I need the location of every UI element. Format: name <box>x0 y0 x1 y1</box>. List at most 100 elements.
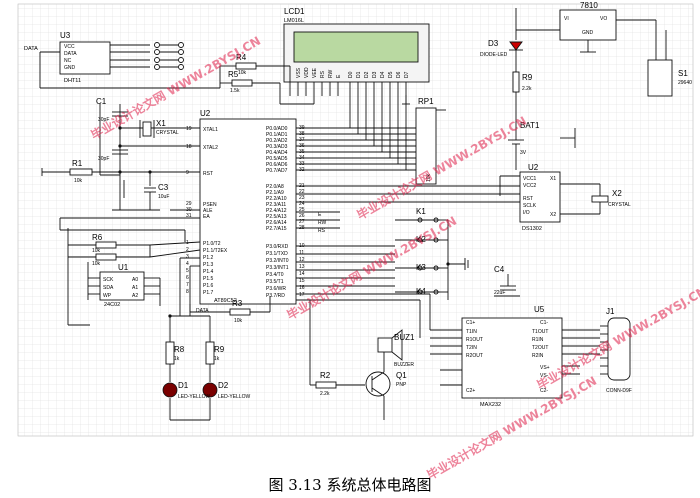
buzzer-driver <box>309 300 403 420</box>
x1-crystal-circuit <box>99 104 200 176</box>
u2-pin-label: P1.5 <box>203 276 214 282</box>
u2-pin-label: P2.5/A13 <box>266 214 287 220</box>
u2-pin-number: 23 <box>299 195 305 201</box>
ea-wiring <box>59 209 200 242</box>
u3-pin-gnd: GND <box>64 65 76 71</box>
u5-pin-label: T2OUT <box>532 345 548 351</box>
u2-pin-label: P0.3/AD3 <box>266 144 288 150</box>
junction-dot <box>168 314 172 318</box>
u2-pin-number: 38 <box>299 131 305 137</box>
lcd1-pin-vee: VEE <box>312 67 318 78</box>
r9b-value: 1k <box>214 356 220 362</box>
u5-pin-label: R1IN <box>532 337 544 343</box>
k1-ref: K1 <box>416 207 426 216</box>
u2-pin-label: EA <box>203 214 210 220</box>
u2-pin-label: XTAL1 <box>203 127 218 133</box>
r9-value: 2.2k <box>522 86 532 92</box>
u2b-part: DS1302 <box>522 226 542 232</box>
u2-pin-number: 12 <box>299 257 305 263</box>
r3-value: 10k <box>234 318 243 324</box>
u2-pin-number: 37 <box>299 137 305 143</box>
u2-pin-number: 36 <box>299 143 305 149</box>
u2-pin-number: 10 <box>299 243 305 249</box>
u2-pin-number: 22 <box>299 189 305 195</box>
d1-led <box>162 382 178 398</box>
u5-pin-label: T1OUT <box>532 329 548 335</box>
c1-ref: C1 <box>96 97 107 106</box>
u5-pin-label: C2- <box>540 388 548 394</box>
r6-ref: R6 <box>92 233 103 242</box>
lcd1-pin-vss: VSS <box>296 67 302 78</box>
k2-ref: K2 <box>416 235 426 244</box>
bat1-ref: BAT1 <box>520 121 540 130</box>
junction-dot <box>118 126 122 130</box>
u2-pin-label: P3.3/INT1 <box>266 265 289 271</box>
buz1-part: BUZZER <box>394 362 414 368</box>
u2-pin-number: 30 <box>186 207 192 213</box>
j1-ref: J1 <box>606 307 615 316</box>
u2-pin-label: P0.6/AD6 <box>266 162 288 168</box>
d2-ref: D2 <box>218 381 229 390</box>
u2-pin-number: 13 <box>299 264 305 270</box>
u2-pin-label: PSEN <box>203 202 217 208</box>
lcd1-pin-d1: D1 <box>356 71 362 78</box>
lcd1-part: LM016L <box>284 18 304 24</box>
bat1-value: 3V <box>520 150 527 156</box>
u2b-pin-vcc1: VCC1 <box>523 176 537 182</box>
u5-ref: U5 <box>534 305 545 314</box>
u1-part: 24C02 <box>104 302 120 308</box>
r8-ref: R8 <box>174 345 185 354</box>
r2-ref: R2 <box>320 371 331 380</box>
r3-resistor <box>189 296 271 316</box>
u2-net-rs: RS <box>318 228 326 234</box>
lcd1-pin-d2: D2 <box>364 71 370 78</box>
lcd1-pin-labels: VSS VDD VEE RS RW E D0 D1 D2 D3 D4 D5 D6… <box>296 67 410 78</box>
p2-p3-wiring <box>296 185 520 301</box>
u2-pin-number: 5 <box>186 268 189 274</box>
u5-pin-label: T2IN <box>466 345 477 351</box>
u5-max232 <box>360 293 600 399</box>
r1-ref: R1 <box>72 159 83 168</box>
d2-part: LED-YELLOW <box>218 394 251 400</box>
u2-pin-label: P2.2/A10 <box>266 196 287 202</box>
u1-pin-sda: SDA <box>103 285 114 291</box>
u2-pin-label: P3.0/RXD <box>266 244 289 250</box>
u2-pin-number: 28 <box>299 225 305 231</box>
u1-eeprom-circuit <box>67 228 201 326</box>
reg-pin-gnd: GND <box>582 30 594 36</box>
u2-part: AT89C52 <box>214 298 237 304</box>
lcd1-pin-d3: D3 <box>372 71 378 78</box>
j1-db9 <box>600 317 631 381</box>
u2b-pin-rst: RST <box>523 196 533 202</box>
u2-pin-number: 27 <box>299 219 305 225</box>
u1-pin-wp: WP <box>103 293 112 299</box>
u2b-pin-vcc2: VCC2 <box>523 183 537 189</box>
u2-pin-label: P3.4/T0 <box>266 272 284 278</box>
r6-value-1: 10k <box>92 248 101 254</box>
u2-pin-label: P3.2/INT0 <box>266 258 289 264</box>
u2-pin-number: 26 <box>299 213 305 219</box>
lcd1-pin-d6: D6 <box>396 71 402 78</box>
u2-pin-label: P0.2/AD2 <box>266 138 288 144</box>
reg-ref: 7810 <box>580 1 598 10</box>
u2-pin-number: 7 <box>186 282 189 288</box>
u2-pin-number: 2 <box>186 247 189 253</box>
j1-part: CONN-D9F <box>606 388 632 394</box>
c1-value: 30pF <box>98 117 109 123</box>
r4-r5-resistors <box>219 62 315 105</box>
lcd1-pin-d7: D7 <box>404 71 410 78</box>
c4-ref: C4 <box>494 265 505 274</box>
c3-ref: C3 <box>158 183 169 192</box>
q1-part: PNP <box>396 382 407 388</box>
rp1-ref: RP1 <box>418 97 434 106</box>
junction-dot <box>148 170 152 174</box>
u2-pin-label: P3.6/WR <box>266 286 286 292</box>
q1-ref: Q1 <box>396 371 407 380</box>
lcd1-pin-d4: D4 <box>380 71 386 78</box>
rtc-circuit <box>499 118 609 223</box>
u2b-pin-x1: X1 <box>550 176 556 182</box>
u2-pin-label: P0.4/AD4 <box>266 150 288 156</box>
k4-ref: K4 <box>416 287 426 296</box>
figure-caption: 图 3.13 系统总体电路图 <box>268 476 432 494</box>
